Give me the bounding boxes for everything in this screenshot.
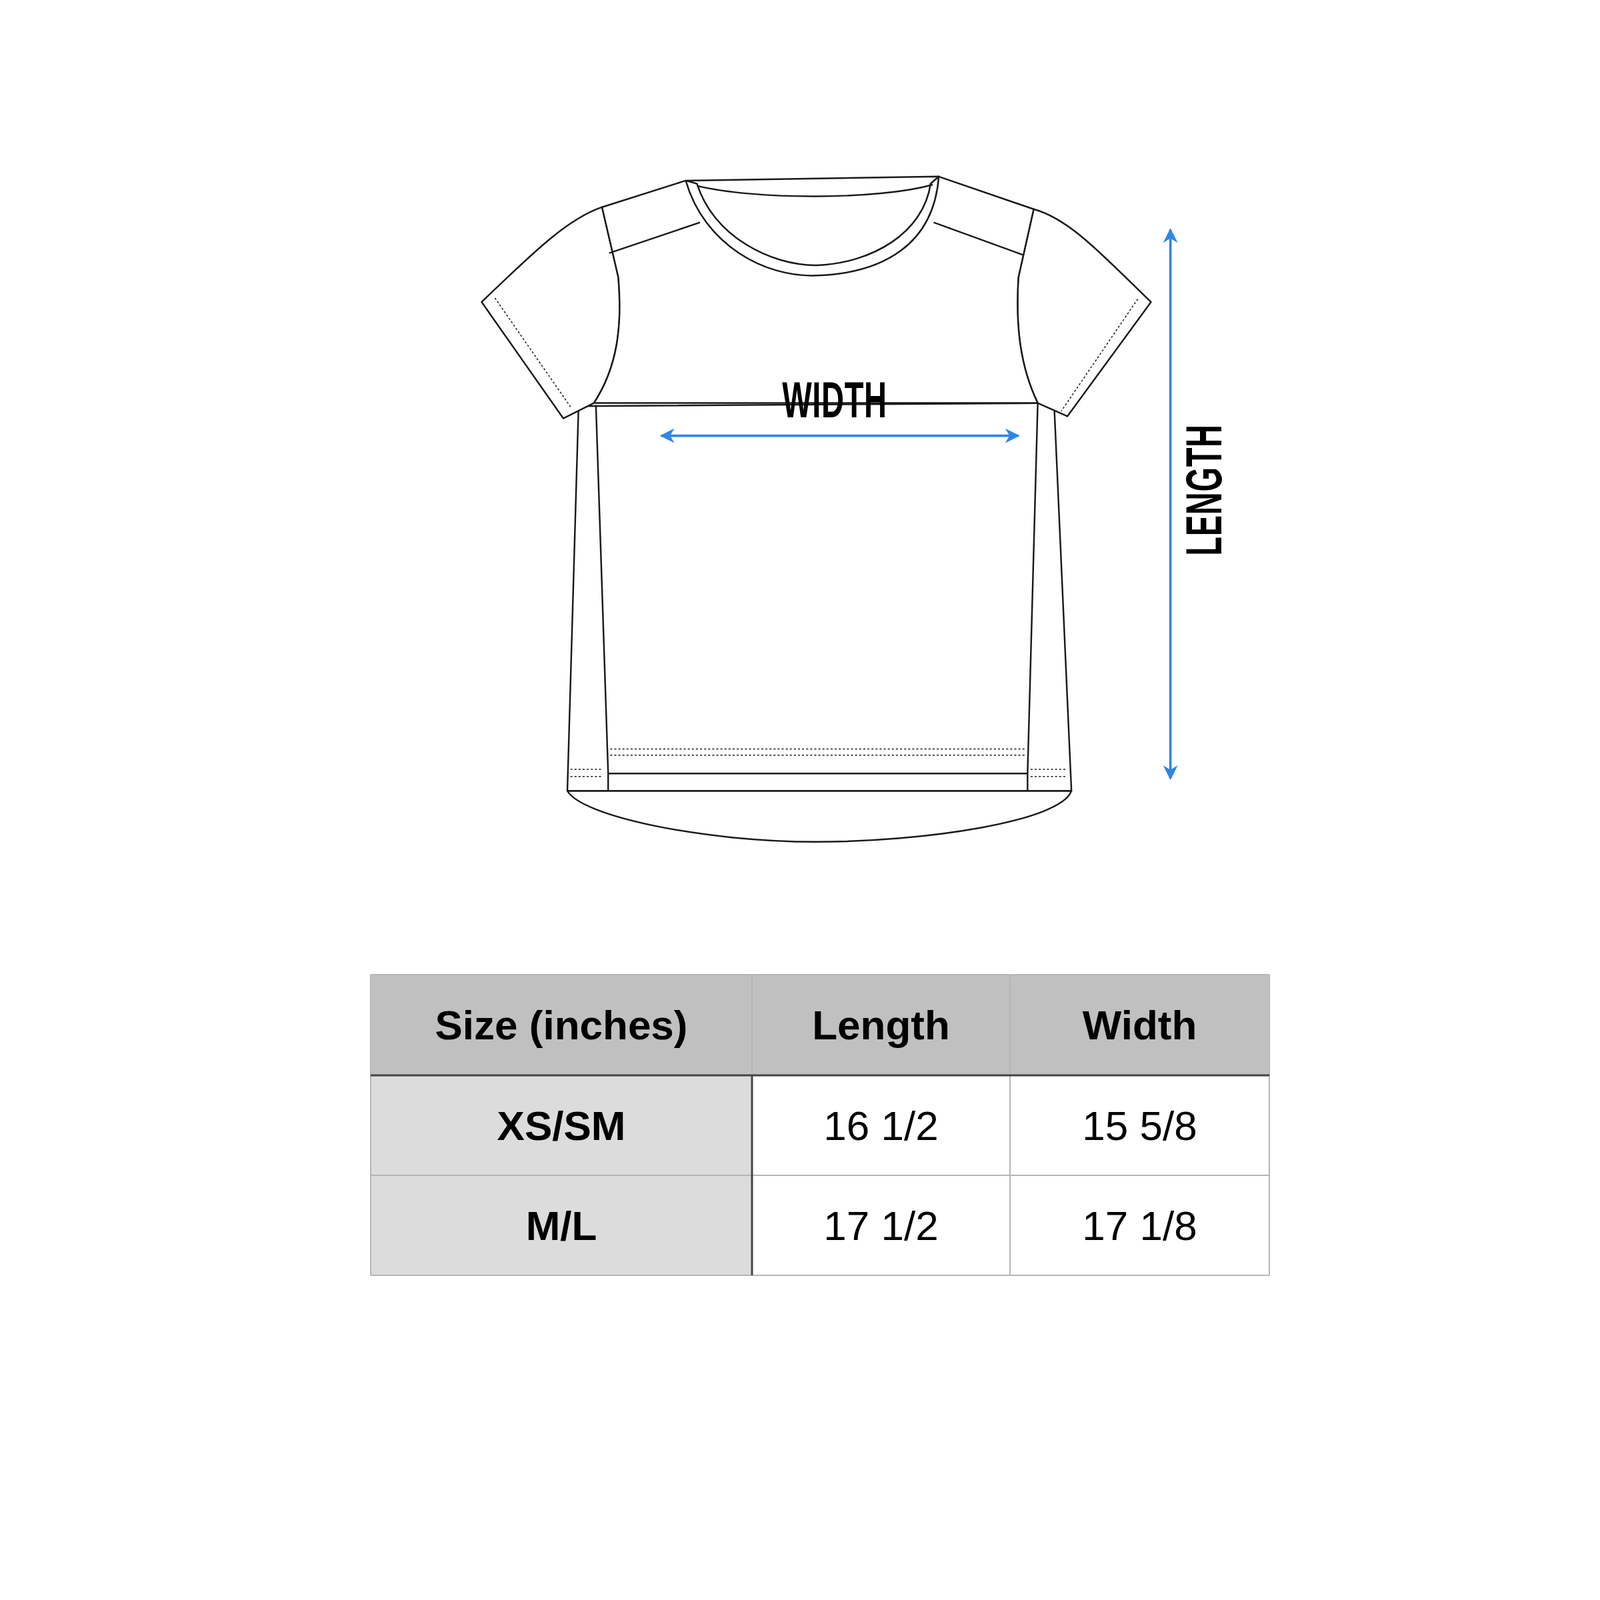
measurement: 17 1/8: [1010, 1175, 1270, 1276]
size-name: XS/SM: [370, 1075, 752, 1176]
table-header: Length: [752, 974, 1010, 1076]
measurement: 15 5/8: [1010, 1075, 1270, 1176]
measurement: 16 1/2: [752, 1075, 1010, 1176]
measurement: 17 1/2: [752, 1175, 1010, 1276]
size-name: M/L: [370, 1175, 752, 1276]
width-label: WIDTH: [782, 374, 888, 426]
table-header: Width: [1010, 974, 1270, 1076]
length-label: LENGTH: [1178, 424, 1230, 556]
table-header: Size (inches): [370, 974, 752, 1076]
